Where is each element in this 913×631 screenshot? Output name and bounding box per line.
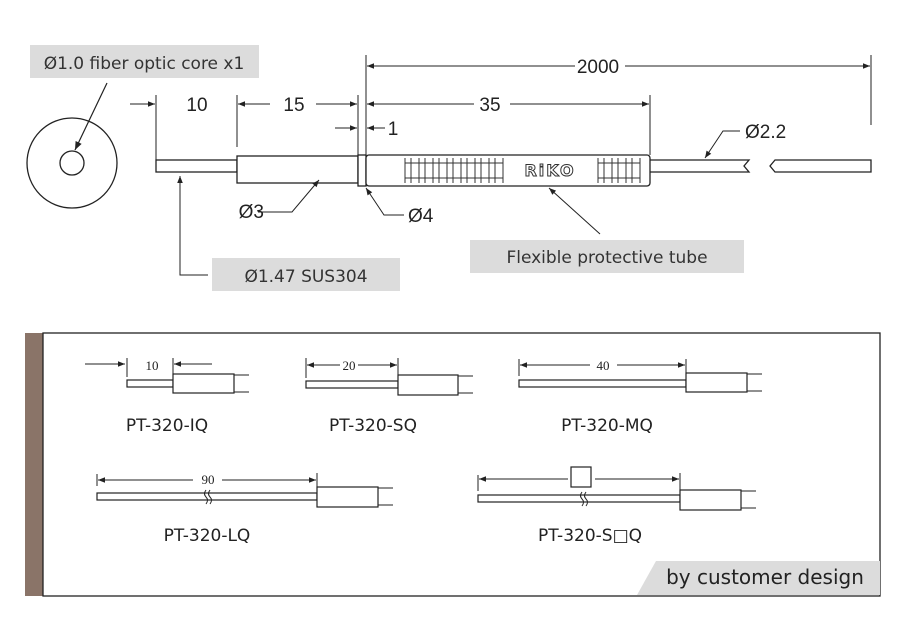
steel-tip <box>155 159 238 173</box>
dia-sleeve: Ø3 <box>239 202 264 223</box>
collar <box>357 154 367 187</box>
variant-lq-model: PT-320-LQ <box>164 526 251 546</box>
cable <box>650 159 872 173</box>
dim-tip: 10 <box>186 95 207 116</box>
dia-collar: Ø4 <box>408 206 434 227</box>
tip-material-label: Ø1.47 SUS304 <box>244 267 367 287</box>
extension-lines <box>155 55 872 160</box>
custom-design-label: by customer design <box>666 565 864 589</box>
tip-material-box <box>212 258 400 291</box>
core-label: Ø1.0 fiber optic core x1 <box>44 54 245 74</box>
custom-length-box <box>570 466 592 488</box>
variant-custom: PT-320-S□Q <box>477 466 756 546</box>
variant-lq-length: 90 <box>202 472 215 487</box>
variant-mq: 40 PT-320-MQ <box>518 358 762 436</box>
tube-ribs <box>404 158 641 183</box>
variant-custom-model: PT-320-S□Q <box>538 526 642 546</box>
brand-logo: RiKO <box>524 161 575 180</box>
end-view <box>26 82 118 209</box>
variant-lq: 90 PT-320-LQ <box>96 472 393 546</box>
dim-tube: 35 <box>479 95 500 116</box>
sleeve <box>236 155 359 184</box>
variant-sq-length: 20 <box>343 358 356 373</box>
variant-sq-model: PT-320-SQ <box>329 416 417 436</box>
probe-body <box>155 154 651 187</box>
variant-iq-model: PT-320-IQ <box>126 416 208 436</box>
core-arrow <box>74 82 108 151</box>
panel-accent-bar <box>25 333 43 596</box>
dim-sleeve: 15 <box>283 95 304 116</box>
variant-iq-length: 10 <box>146 358 159 373</box>
variants-panel: 10 PT-320-IQ 20 PT-320-SQ 40 <box>25 332 881 597</box>
custom-design-tag <box>637 561 880 595</box>
panel-frame <box>42 332 881 597</box>
tube-label: Flexible protective tube <box>506 248 707 268</box>
variant-mq-length: 40 <box>597 358 610 373</box>
variant-sq: 20 PT-320-SQ <box>305 358 473 436</box>
dim-collar: 1 <box>388 119 399 140</box>
tube-label-box <box>470 240 744 273</box>
dia-cable: Ø2.2 <box>745 122 786 143</box>
dim-total: 2000 <box>577 57 619 78</box>
flexible-tube <box>365 154 651 187</box>
variant-iq: 10 PT-320-IQ <box>85 358 249 436</box>
variant-mq-model: PT-320-MQ <box>561 416 653 436</box>
core-label-box <box>30 45 259 78</box>
